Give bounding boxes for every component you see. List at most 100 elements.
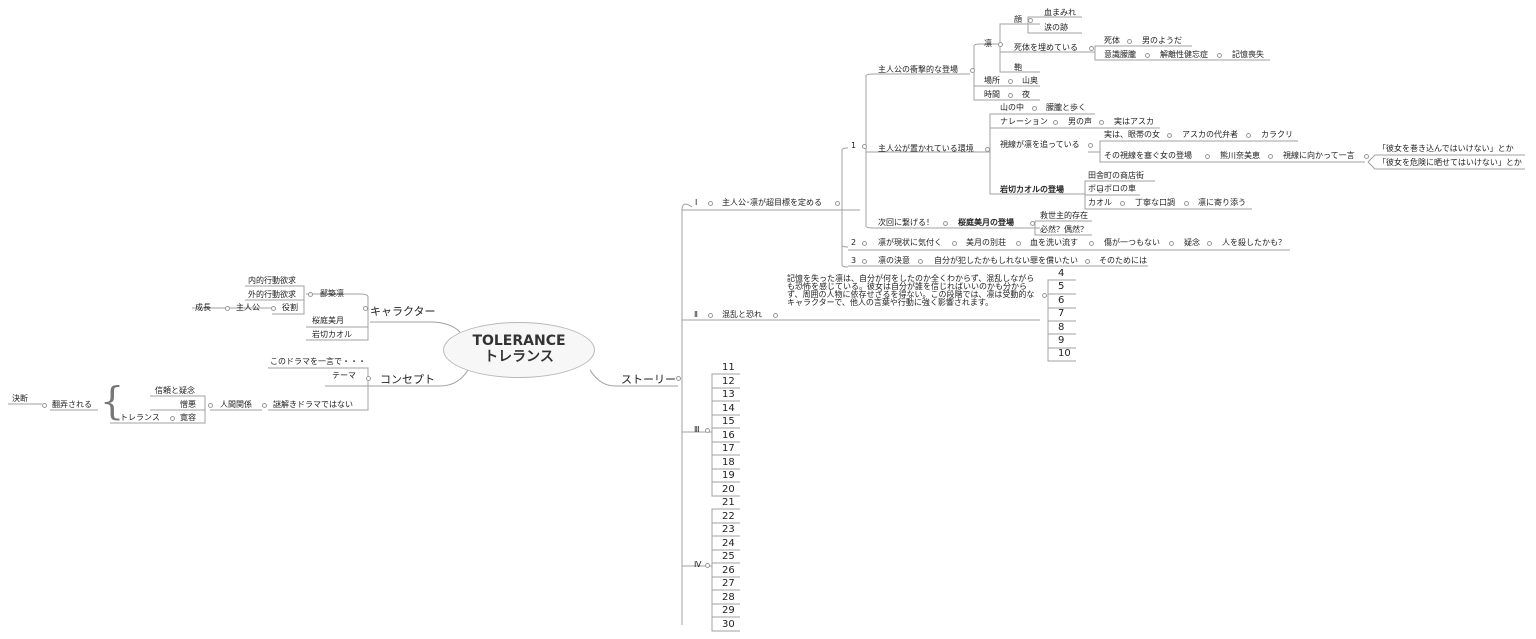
- node-circle[interactable]: [1205, 154, 1210, 159]
- scene-number-item[interactable]: 16: [722, 429, 735, 441]
- act1-title[interactable]: 主人公･凛が超目標を定める: [722, 198, 822, 207]
- node-circle[interactable]: [1089, 46, 1094, 51]
- node-atone[interactable]: 自分が犯したかもしれない罪を償いたい: [934, 256, 1078, 265]
- node-corpse[interactable]: 死体: [1104, 36, 1120, 45]
- node-mitsuki[interactable]: 桜庭美月: [312, 316, 344, 325]
- node-time[interactable]: 時間: [984, 90, 1000, 99]
- branch-concept[interactable]: コンセプト: [380, 373, 435, 386]
- node-aware[interactable]: 凛が現状に気付く: [878, 238, 942, 247]
- node-in-mountain[interactable]: 山の中: [1000, 103, 1024, 112]
- collapse-story-circle[interactable]: [676, 376, 681, 381]
- collapse-concept-circle[interactable]: [366, 376, 371, 381]
- scene-number-item[interactable]: 27: [722, 578, 735, 589]
- node-tossed[interactable]: 翻弄される: [52, 400, 92, 409]
- scene-number-item[interactable]: 23: [722, 524, 735, 535]
- scene-number-item[interactable]: 25: [722, 551, 735, 562]
- node-circle[interactable]: [1145, 53, 1150, 58]
- act2-title[interactable]: 混乱と恐れ: [722, 310, 762, 319]
- node-circle[interactable]: [1098, 188, 1103, 193]
- node-circle[interactable]: [262, 403, 267, 408]
- node-circle[interactable]: [918, 259, 923, 264]
- node-doubt[interactable]: 疑念: [1184, 238, 1200, 247]
- branch-story[interactable]: ストーリー: [621, 373, 676, 386]
- node-environment[interactable]: 主人公が置かれている環境: [878, 144, 974, 153]
- node-circle[interactable]: [773, 313, 778, 318]
- node-kaoru-entrance[interactable]: 岩切カオルの登場: [1000, 185, 1064, 194]
- node-blood[interactable]: 血まみれ: [1044, 8, 1076, 17]
- node-circle[interactable]: [1028, 18, 1033, 23]
- node-mountain[interactable]: 山奥: [1022, 76, 1038, 85]
- node-shop[interactable]: 田舎町の商店街: [1088, 171, 1144, 180]
- scene-number-item[interactable]: 19: [722, 470, 735, 481]
- scene-number-item[interactable]: 7: [1058, 308, 1065, 320]
- node-circle[interactable]: [952, 241, 957, 246]
- scene-number-item[interactable]: 29: [722, 605, 735, 616]
- node-mitsuki-entrance[interactable]: 桜庭美月の登場: [958, 218, 1014, 227]
- node-accompany[interactable]: 凛に寄り添う: [1198, 198, 1246, 207]
- branch-character[interactable]: キャラクター: [370, 305, 436, 318]
- node-protagonist[interactable]: 主人公: [236, 303, 260, 312]
- node-circle[interactable]: [1088, 143, 1093, 148]
- node-dazed[interactable]: 意識朦朧: [1104, 50, 1136, 59]
- node-therefore[interactable]: そのためには: [1099, 256, 1147, 265]
- node-circle[interactable]: [1184, 201, 1189, 206]
- node-circle[interactable]: [708, 201, 713, 206]
- node-circle[interactable]: [1016, 241, 1021, 246]
- act2-number[interactable]: Ⅱ: [694, 310, 698, 319]
- node-place[interactable]: 場所: [984, 76, 1000, 85]
- node-kaoru[interactable]: 岩切カオル: [312, 330, 352, 339]
- scene-number-item[interactable]: 28: [722, 591, 735, 603]
- node-manlike[interactable]: 男のようだ: [1142, 36, 1182, 45]
- node-face[interactable]: 顔: [1014, 15, 1022, 24]
- node-circle[interactable]: [1008, 93, 1013, 98]
- node-shocking-entrance[interactable]: 主人公の衝撃的な登場: [878, 65, 958, 74]
- node-circle[interactable]: [708, 313, 713, 318]
- node-blocker[interactable]: その視線を塞ぐ女の登場: [1104, 151, 1192, 160]
- node-villa[interactable]: 美月の別荘: [966, 238, 1006, 247]
- node-circle[interactable]: [1089, 241, 1094, 246]
- node-circle[interactable]: [1099, 120, 1104, 125]
- node-no-wound[interactable]: 傷が一つもない: [1104, 238, 1160, 247]
- node-eyepatch-woman[interactable]: 実は、眼帯の女: [1104, 130, 1160, 139]
- node-car[interactable]: ボロボロの車: [1088, 184, 1136, 193]
- scene-number-item[interactable]: 12: [722, 375, 735, 387]
- node-circle[interactable]: [42, 403, 47, 408]
- node-circle[interactable]: [1268, 154, 1273, 159]
- node-circle[interactable]: [1169, 241, 1174, 246]
- node-hatred[interactable]: 憎悪: [180, 400, 196, 409]
- node-growth[interactable]: 成長: [195, 303, 211, 312]
- scene-number-item[interactable]: 6: [1058, 294, 1065, 306]
- collapse-character-circle[interactable]: [363, 306, 368, 311]
- node-tolerance-jp[interactable]: トレランス: [120, 413, 160, 422]
- node-dissociative[interactable]: 解離性健忘症: [1160, 50, 1208, 59]
- node-circle[interactable]: [1042, 293, 1047, 298]
- node-circle[interactable]: [1167, 133, 1172, 138]
- node-inner-desire[interactable]: 内的行動欲求: [248, 276, 296, 285]
- node-circle[interactable]: [1217, 53, 1222, 58]
- node-rin[interactable]: 凛: [984, 39, 992, 48]
- node-bag[interactable]: 鞄: [1014, 63, 1022, 72]
- scene-number-item[interactable]: 30: [722, 618, 735, 630]
- node-toward[interactable]: 視線に向かって一言: [1283, 151, 1355, 160]
- node-circle[interactable]: [1008, 79, 1013, 84]
- scene1-number[interactable]: 1: [851, 141, 857, 150]
- scene-number-item[interactable]: 15: [722, 416, 735, 427]
- scene-number-item[interactable]: 11: [722, 362, 735, 373]
- node-killed[interactable]: 人を殺したかも？: [1222, 238, 1286, 247]
- node-savior[interactable]: 救世主的存在: [1040, 211, 1088, 220]
- node-circle[interactable]: [835, 201, 840, 206]
- node-not-mystery[interactable]: 謎解きドラマではない: [273, 400, 353, 409]
- scene-number-item[interactable]: 22: [722, 510, 735, 522]
- node-circle[interactable]: [1246, 133, 1251, 138]
- node-forgive[interactable]: 寛容: [180, 413, 196, 422]
- node-asuka[interactable]: 実はアスカ: [1114, 117, 1154, 126]
- node-walking[interactable]: 朦朧と歩く: [1046, 103, 1086, 112]
- node-one-line[interactable]: このドラマを一言で・・・: [270, 357, 366, 366]
- node-circle[interactable]: [1120, 201, 1125, 206]
- node-trust[interactable]: 信頼と疑念: [155, 386, 195, 395]
- node-bury[interactable]: 死体を埋めている: [1014, 43, 1078, 52]
- node-circle[interactable]: [862, 241, 867, 246]
- node-role[interactable]: 役割: [282, 303, 298, 312]
- node-circle[interactable]: [225, 306, 230, 311]
- scene3-number[interactable]: 3: [851, 256, 857, 265]
